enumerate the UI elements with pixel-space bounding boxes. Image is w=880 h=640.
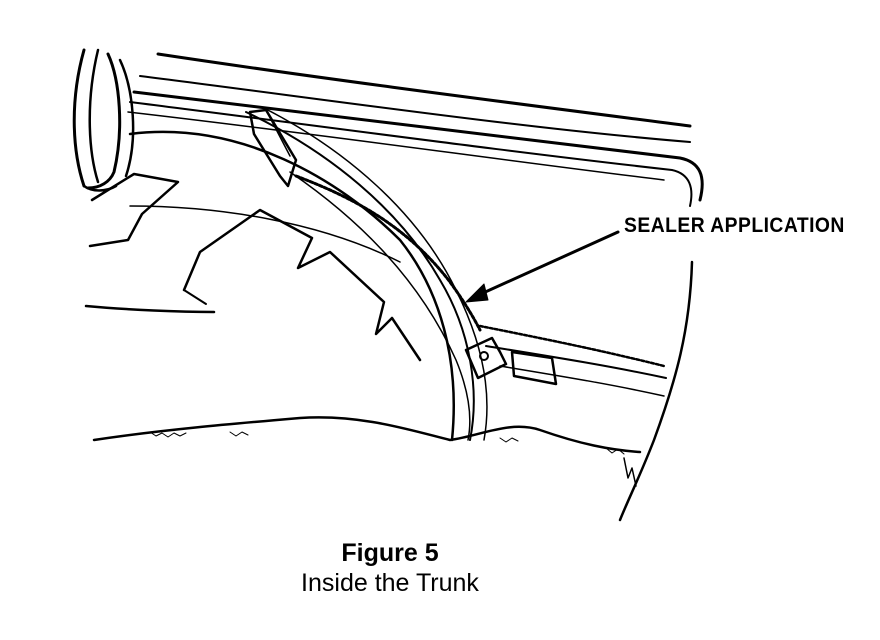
caption-figure-title: Inside the Trunk — [301, 569, 479, 597]
sealer-bead — [294, 174, 666, 368]
callout-label: SEALER APPLICATION — [624, 214, 845, 237]
callout-arrow — [465, 230, 620, 303]
wheelhouse-arc — [128, 107, 488, 442]
caption-figure-number: Figure 5 — [341, 539, 439, 567]
notched-brace — [182, 208, 422, 362]
quarter-panel-edge — [485, 260, 694, 522]
trunk-carpet-edge — [92, 416, 642, 487]
trunk-floor-panel — [84, 172, 401, 314]
trunk-hinge — [72, 48, 135, 192]
trunk-opening-edge — [127, 52, 704, 207]
figure-caption: Figure 5 Inside the Trunk — [240, 538, 540, 598]
upper-bracket — [248, 108, 298, 188]
lower-bracket — [464, 336, 558, 386]
